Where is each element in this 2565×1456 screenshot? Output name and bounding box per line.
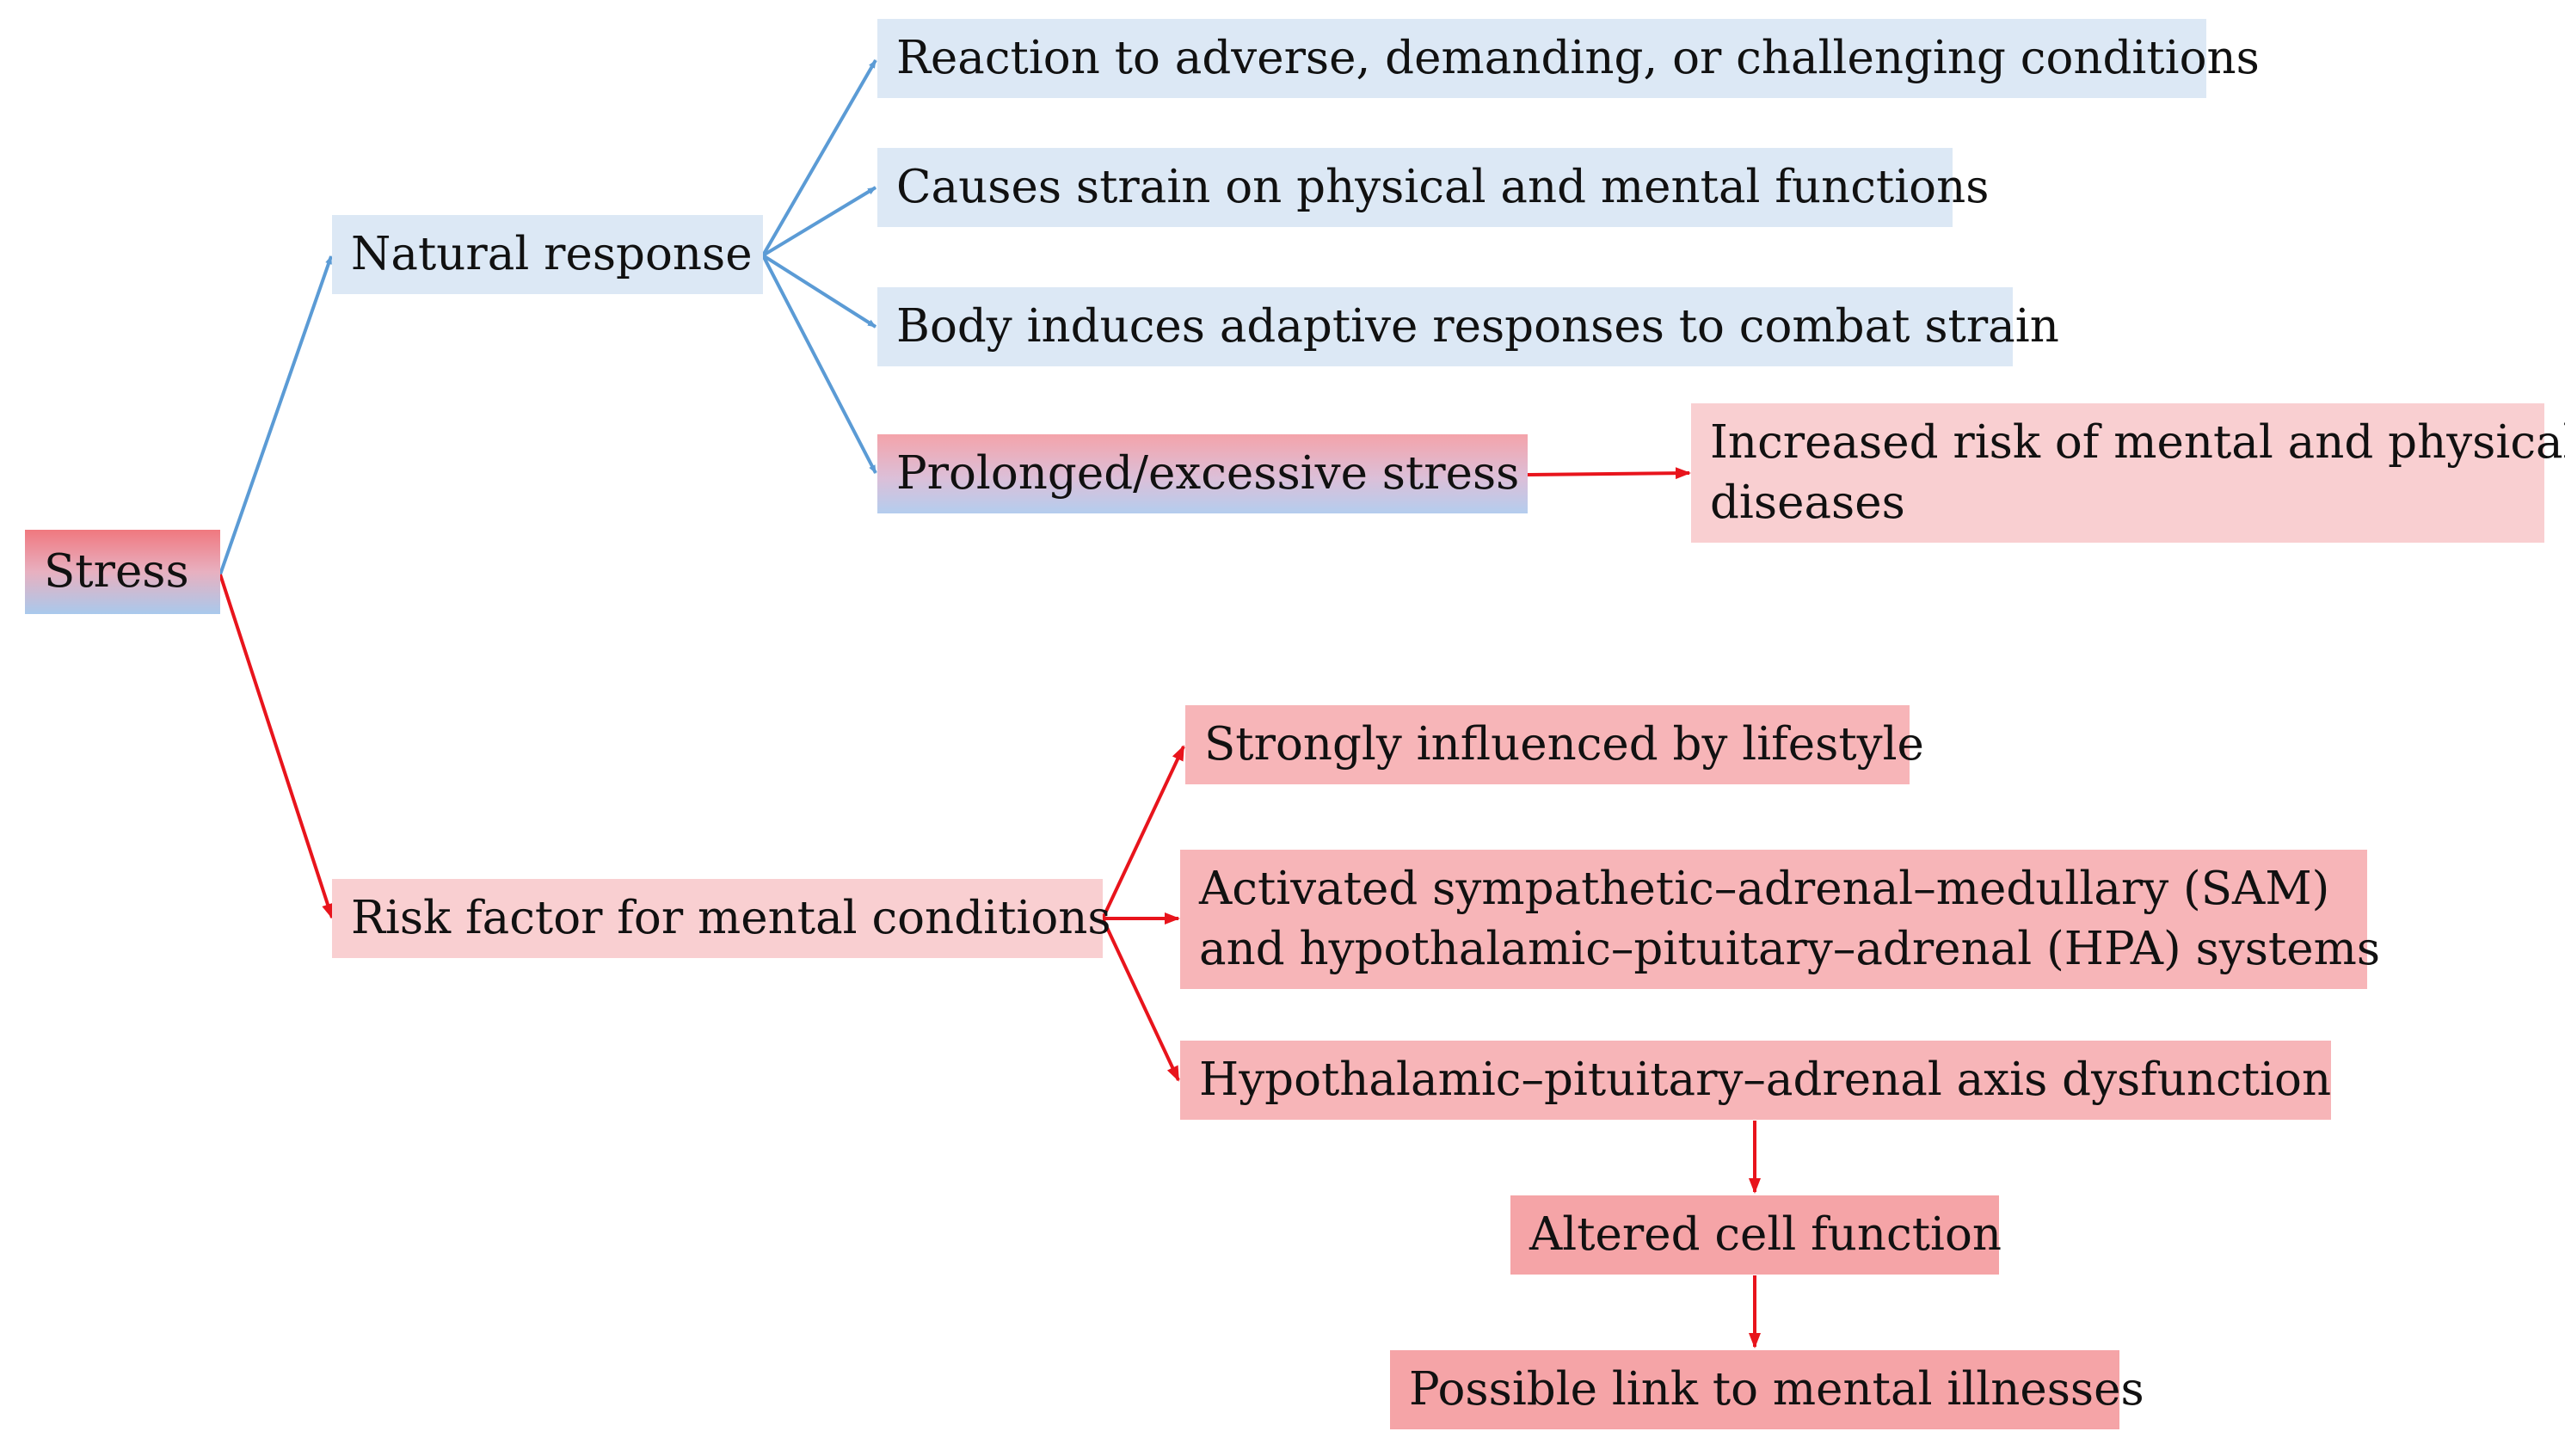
risk-factor-label: Risk factor for mental conditions [351, 892, 1111, 944]
prolonged-stress-node: Prolonged/excessive stress [877, 434, 1528, 513]
arrow-stress-to-natural [218, 255, 333, 575]
hpa-dysfunction-label: Hypothalamic–pituitary–adrenal axis dysf… [1199, 1054, 2332, 1106]
lifestyle-node: Strongly influenced by lifestyle [1185, 705, 1924, 784]
increased-risk-line2: diseases [1710, 476, 1905, 529]
strain-node: Causes strain on physical and mental fun… [877, 148, 1989, 227]
natural-response-node: Natural response [332, 215, 763, 294]
adaptive-label: Body induces adaptive responses to comba… [896, 300, 2059, 353]
risk-factor-node: Risk factor for mental conditions [332, 879, 1111, 958]
hpa-dysfunction-node: Hypothalamic–pituitary–adrenal axis dysf… [1180, 1041, 2331, 1120]
arrow-prolonged-to-risk [1526, 467, 1691, 480]
mental-illness-link-label: Possible link to mental illnesses [1409, 1363, 2144, 1416]
lifestyle-label: Strongly influenced by lifestyle [1204, 718, 1924, 771]
arrow-natural-to-prolonged [761, 255, 877, 474]
arrow-natural-to-strain [761, 186, 877, 257]
sam-hpa-line2: and hypothalamic–pituitary–adrenal (HPA)… [1199, 923, 2381, 975]
increased-risk-node: Increased risk of mental and physical di… [1691, 403, 2565, 543]
arrow-riskfactor-to-lifestyle [1101, 745, 1185, 919]
reaction-node: Reaction to adverse, demanding, or chall… [877, 19, 2260, 98]
sam-hpa-systems-node: Activated sympathetic–adrenal–medullary … [1180, 850, 2380, 989]
arrow-natural-to-adaptive [761, 254, 877, 329]
strain-label: Causes strain on physical and mental fun… [896, 161, 1990, 213]
mental-illness-link-node: Possible link to mental illnesses [1390, 1350, 2144, 1429]
sam-hpa-line1: Activated sympathetic–adrenal–medullary … [1199, 863, 2330, 915]
adaptive-node: Body induces adaptive responses to comba… [877, 287, 2059, 366]
altered-cell-node: Altered cell function [1510, 1195, 2002, 1275]
prolonged-stress-label: Prolonged/excessive stress [896, 447, 1520, 500]
arrow-riskfactor-to-hpa [1101, 918, 1180, 1082]
stress-label: Stress [44, 545, 189, 598]
natural-response-label: Natural response [351, 228, 753, 280]
altered-cell-label: Altered cell function [1529, 1208, 2002, 1261]
increased-risk-line1: Increased risk of mental and physical [1710, 416, 2565, 469]
stress-node: Stress [25, 530, 220, 614]
arrow-natural-to-reaction [761, 59, 877, 256]
reaction-label: Reaction to adverse, demanding, or chall… [896, 32, 2260, 84]
arrow-stress-to-riskfactor [218, 574, 334, 919]
